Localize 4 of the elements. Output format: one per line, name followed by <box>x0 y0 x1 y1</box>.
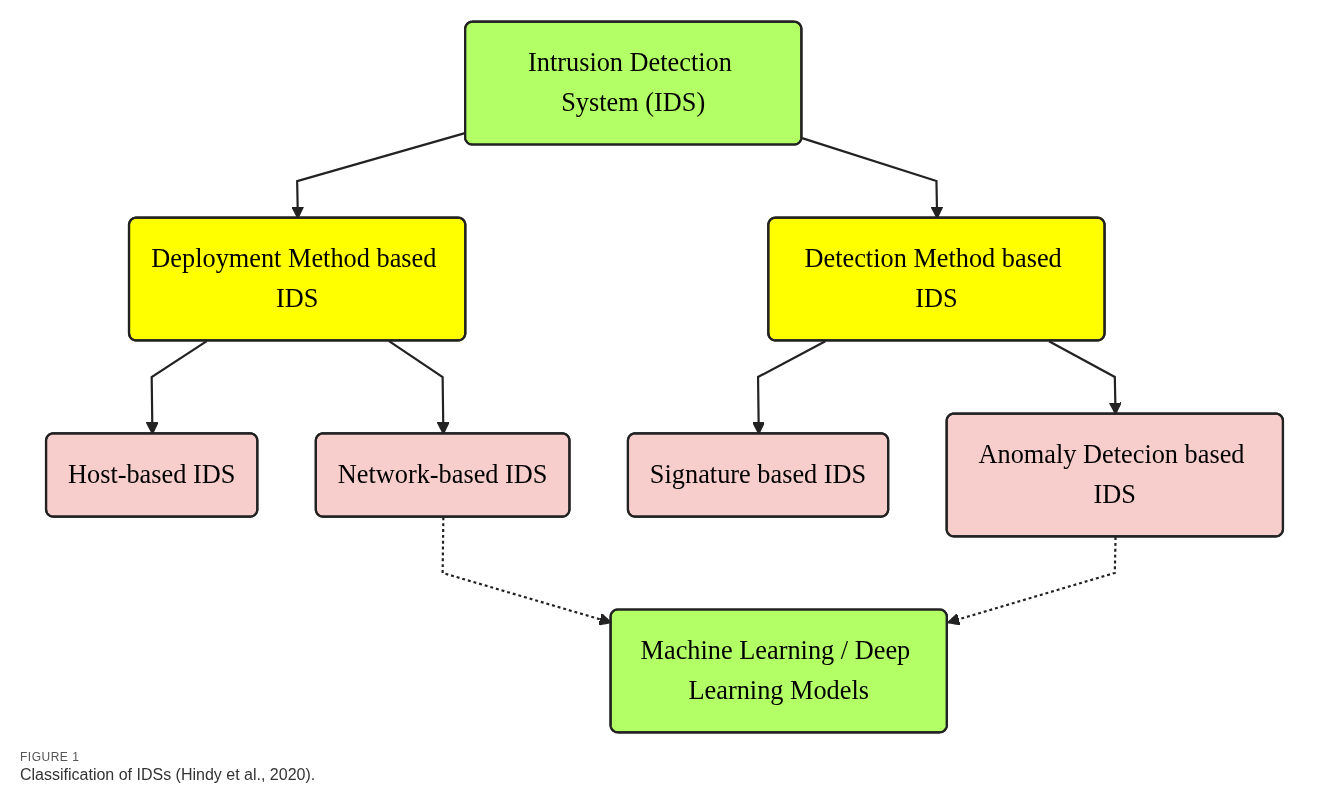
arrow <box>947 537 1117 626</box>
figure-caption: Classification of IDSs (Hindy et al., 2020). <box>20 766 317 784</box>
figure-label: FIGURE 1 <box>20 750 81 764</box>
flowchart-drawing: Intrusion Detection System (IDS) Deployment Method based IDS Detection Method based IDS Host-based IDS Network-based IDS Signature based IDS Anomaly Detecion based IDS Machine Learning / Deep Learning Models <box>20 10 1309 744</box>
